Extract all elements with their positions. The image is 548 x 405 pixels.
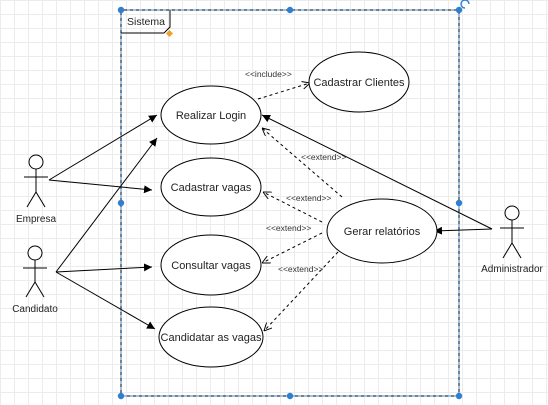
include-clientes-line[interactable] [257, 83, 310, 100]
use-case-candidatar-vagas[interactable]: Candidatar as vagas [158, 306, 264, 368]
actor-administrador[interactable] [500, 205, 524, 259]
actor-head [27, 245, 43, 261]
assoc-candidato-login[interactable] [55, 137, 158, 273]
stereotype-labels: <<include>> <<extend>> <<extend>> <<exte… [245, 69, 346, 274]
resize-handle-se[interactable] [455, 392, 463, 400]
system-title: Sistema [127, 16, 165, 28]
extend-consultar-label: <<extend>> [266, 223, 311, 233]
assoc-empresa-login[interactable] [48, 114, 158, 181]
extend-login-line[interactable] [262, 128, 343, 198]
assoc-empresa-cadastrar-vagas[interactable] [48, 179, 153, 194]
actor-head [504, 205, 520, 221]
resize-handle-s[interactable] [286, 392, 294, 400]
use-case-cadastrar-clientes[interactable]: Cadastrar Clientes [308, 51, 410, 113]
actor-candidato-label: Candidato [12, 304, 58, 315]
actor-candidato[interactable] [23, 245, 47, 298]
use-case-gerar-relatorios[interactable]: Gerar relatórios [326, 198, 438, 264]
extend-candidatar-line[interactable] [264, 251, 339, 331]
selection-handles [117, 6, 463, 400]
resize-handle-ne[interactable] [455, 6, 463, 14]
use-cases: Realizar Login Cadastrar Clientes Cadast… [158, 51, 438, 368]
use-case-realizar-login[interactable]: Realizar Login [160, 85, 262, 145]
actor-administrador-label: Administrador [481, 264, 543, 275]
extend-cadastrar-line[interactable] [263, 192, 323, 223]
use-case-label: Realizar Login [176, 110, 246, 122]
use-case-consultar-vagas[interactable]: Consultar vagas [160, 234, 262, 296]
resize-handle-sw[interactable] [117, 392, 125, 400]
resize-handle-w[interactable] [117, 199, 125, 207]
resize-handle-e[interactable] [455, 199, 463, 207]
rotate-handle-icon[interactable] [460, 0, 470, 9]
resize-handle-nw[interactable] [117, 6, 125, 14]
anchor-handle[interactable] [165, 29, 174, 38]
associations [48, 114, 493, 330]
extend-cadastrar-label: <<extend>> [286, 193, 331, 203]
assoc-candidato-candidatar[interactable] [55, 271, 156, 330]
extend-candidatar-label: <<extend>> [278, 264, 323, 274]
include-clientes-label: <<include>> [245, 69, 292, 79]
extend-login-label: <<extend>> [301, 152, 346, 162]
actor-empresa[interactable] [24, 154, 48, 208]
use-case-label: Candidatar as vagas [161, 332, 262, 344]
actor-head [28, 154, 44, 170]
assoc-admin-login[interactable] [261, 114, 493, 230]
use-case-label: Gerar relatórios [344, 226, 421, 238]
use-case-label: Cadastrar Clientes [313, 77, 405, 89]
actor-empresa-label: Empresa [16, 214, 56, 225]
assoc-candidato-consultar[interactable] [55, 263, 153, 273]
assoc-admin-relatorios[interactable] [433, 226, 493, 235]
dependencies [257, 83, 343, 331]
extend-consultar-line[interactable] [262, 232, 323, 263]
use-case-cadastrar-vagas[interactable]: Cadastrar vagas [160, 157, 262, 217]
resize-handle-n[interactable] [286, 6, 294, 14]
use-case-label: Cadastrar vagas [171, 182, 252, 194]
use-case-label: Consultar vagas [171, 260, 251, 272]
